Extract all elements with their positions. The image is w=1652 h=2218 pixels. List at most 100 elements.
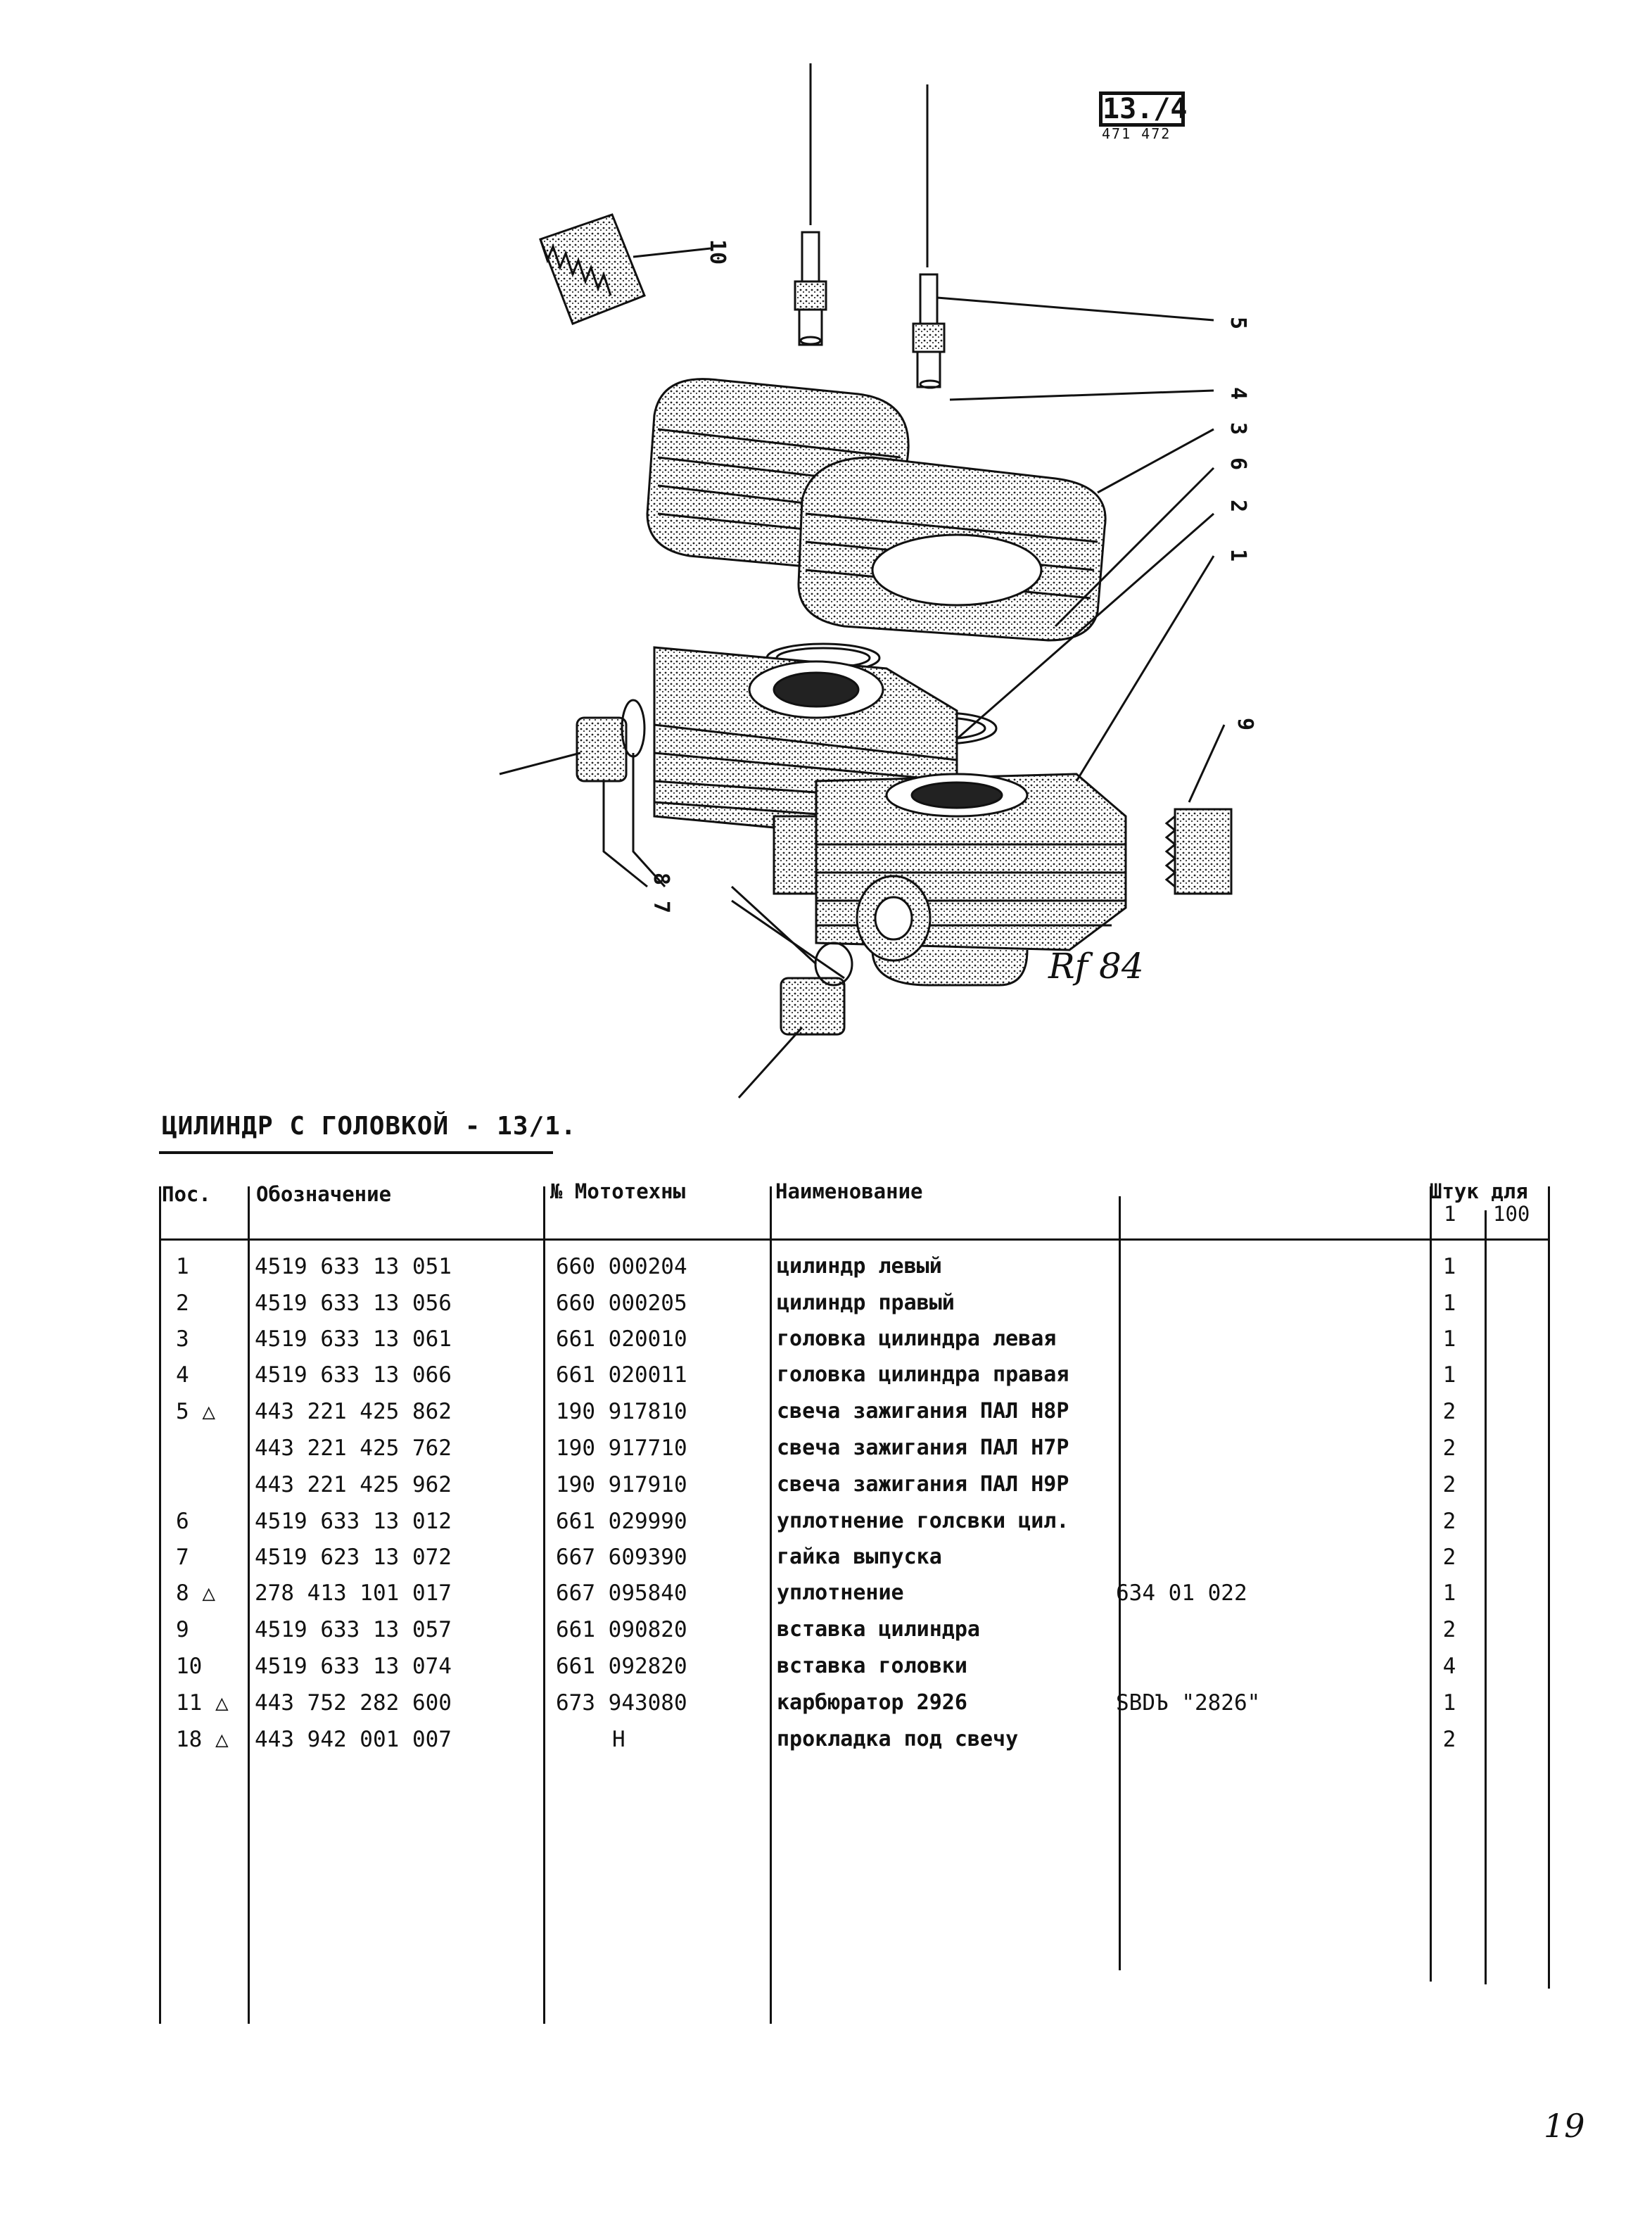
row-moto-number: 190 917710: [556, 1436, 687, 1461]
artist-signature: Rf 84: [1048, 946, 1144, 987]
row-qty: 2: [1442, 1617, 1456, 1642]
row-name: цилиндр правый: [777, 1291, 955, 1315]
exploded-view-diagram: 10 5 4 3 6 2 1 9 8 7 Rf 84: [499, 63, 1257, 1099]
cylinder-left: [653, 646, 958, 895]
row-name: вставка цилиндра: [777, 1617, 980, 1642]
row-qty: 2: [1442, 1399, 1456, 1424]
row-designation: 443 942 001 007: [255, 1727, 452, 1752]
cylinder-head-insert: [539, 213, 646, 325]
header-name: Наименование: [775, 1179, 923, 1203]
row-qty: 2: [1442, 1727, 1456, 1752]
table-divider-qty: [1485, 1210, 1487, 1984]
header-moto-number: № Мототехны: [550, 1179, 686, 1203]
row-designation: 4519 633 13 056: [255, 1291, 452, 1316]
table-border-right: [1548, 1186, 1550, 1989]
row-pos: 2: [176, 1291, 189, 1316]
cylinder-insert: [1164, 808, 1233, 895]
callout-4: 4: [1226, 387, 1250, 400]
row-moto-number: 667 609390: [556, 1545, 687, 1570]
row-name: уплотнение голсвки цил.: [777, 1509, 1069, 1533]
row-qty: 1: [1442, 1580, 1456, 1606]
spark-plug-right: [912, 273, 946, 389]
row-pos: 1: [176, 1254, 189, 1279]
row-note: 634 01 022: [1116, 1580, 1247, 1606]
row-name: свеча зажигания ПАЛ H8P: [777, 1399, 1069, 1424]
row-moto-number: 661 020010: [556, 1326, 687, 1352]
section-code: 13./4: [1099, 91, 1187, 127]
row-designation: 4519 623 13 072: [255, 1545, 452, 1570]
row-designation: 443 221 425 962: [255, 1472, 452, 1497]
cylinder-head-right: [797, 456, 1107, 642]
header-qty: Штук для: [1430, 1179, 1528, 1203]
table-border-left: [159, 1186, 161, 2024]
row-pos: 4: [176, 1362, 189, 1388]
table-divider-pos: [248, 1186, 250, 2024]
row-pos: 10: [176, 1654, 203, 1679]
row-moto-number: 190 917810: [556, 1399, 687, 1424]
row-name: свеча зажигания ПАЛ H7P: [777, 1436, 1069, 1460]
row-pos: 6: [176, 1509, 189, 1534]
row-name: карбюратор 2926: [777, 1690, 967, 1715]
row-designation: 4519 633 13 074: [255, 1654, 452, 1679]
row-name: уплотнение: [777, 1580, 904, 1605]
page-number: 19: [1544, 2107, 1585, 2145]
row-pos: 11 △: [176, 1690, 229, 1716]
row-qty: 1: [1442, 1690, 1456, 1716]
row-qty: 2: [1442, 1545, 1456, 1570]
callout-3: 3: [1226, 422, 1250, 435]
row-moto-number: Н: [612, 1727, 625, 1752]
row-qty: 2: [1442, 1472, 1456, 1497]
row-moto-number: 667 095840: [556, 1580, 687, 1606]
section-subcode: 471 472: [1102, 125, 1171, 142]
row-qty: 1: [1442, 1291, 1456, 1316]
row-designation: 443 221 425 862: [255, 1399, 452, 1424]
table-divider-designation: [543, 1186, 545, 2024]
row-name: прокладка под свечу: [777, 1727, 1019, 1751]
row-qty: 1: [1442, 1326, 1456, 1352]
row-moto-number: 190 917910: [556, 1472, 687, 1497]
row-designation: 4519 633 13 057: [255, 1617, 452, 1642]
row-name: головка цилиндра правая: [777, 1362, 1069, 1387]
document-title: ЦИЛИНДР С ГОЛОВКОЙ - 13/1.: [162, 1112, 577, 1141]
title-underline: [159, 1151, 553, 1154]
row-qty: 2: [1442, 1509, 1456, 1534]
row-name: свеча зажигания ПАЛ H9P: [777, 1472, 1069, 1497]
row-name: вставка головки: [777, 1654, 967, 1678]
row-designation: 4519 633 13 061: [255, 1326, 452, 1352]
row-designation: 4519 633 13 051: [255, 1254, 452, 1279]
row-pos: 8 △: [176, 1580, 215, 1606]
row-designation: 4519 633 13 066: [255, 1362, 452, 1388]
row-note: SBDЪ "2826": [1116, 1690, 1261, 1716]
row-qty: 1: [1442, 1254, 1456, 1279]
row-moto-number: 661 092820: [556, 1654, 687, 1679]
row-designation: 443 752 282 600: [255, 1690, 452, 1716]
callout-7: 7: [649, 901, 673, 913]
row-name: цилиндр левый: [777, 1254, 942, 1279]
row-moto-number: 661 029990: [556, 1509, 687, 1534]
row-designation: 4519 633 13 012: [255, 1509, 452, 1534]
callout-2: 2: [1226, 500, 1250, 512]
table-divider-note: [1430, 1186, 1432, 1982]
header-designation: Обозначение: [256, 1182, 392, 1206]
callout-8: 8: [649, 873, 673, 885]
table-divider-moto: [770, 1186, 772, 2024]
cylinder-right: [815, 773, 1127, 987]
row-pos: 9: [176, 1617, 189, 1642]
callout-6: 6: [1226, 457, 1250, 470]
row-moto-number: 660 000204: [556, 1254, 687, 1279]
exhaust-nut-left: [576, 699, 646, 782]
row-pos: 7: [176, 1545, 189, 1570]
row-pos: 3: [176, 1326, 189, 1352]
row-moto-number: 661 090820: [556, 1617, 687, 1642]
row-moto-number: 661 020011: [556, 1362, 687, 1388]
table-divider-name: [1119, 1196, 1121, 1970]
table-header-rule: [159, 1238, 1549, 1241]
row-designation: 443 221 425 762: [255, 1436, 452, 1461]
row-designation: 278 413 101 017: [255, 1580, 452, 1606]
callout-1: 1: [1226, 549, 1250, 562]
callout-5: 5: [1226, 317, 1250, 329]
header-pos: Пос.: [162, 1182, 211, 1206]
row-qty: 4: [1442, 1654, 1456, 1679]
row-name: головка цилиндра левая: [777, 1326, 1057, 1351]
